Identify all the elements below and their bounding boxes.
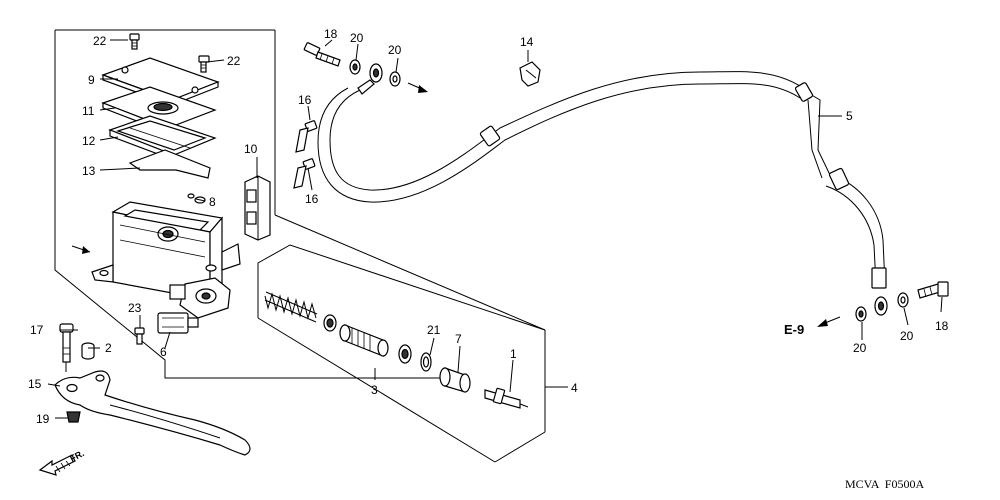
callout-20-a: 20: [350, 31, 364, 45]
diagram-code: MCVA F0500A: [845, 477, 924, 491]
screw-22-right: [198, 55, 210, 73]
master-cylinder-body: [91, 201, 241, 319]
sealing-washer-20-c: [855, 306, 867, 322]
callout-3: 3: [371, 383, 378, 397]
callout-10: 10: [244, 142, 258, 156]
clutch-hose-5: [317, 71, 887, 289]
callout-20-c: 20: [853, 341, 867, 355]
hose-clamp-14: [519, 61, 541, 87]
callout-4: 4: [571, 381, 578, 395]
sealing-washer-20-a: [349, 59, 361, 75]
callout-22-top: 22: [93, 34, 107, 48]
callout-9: 9: [88, 73, 95, 87]
callout-21: 21: [427, 323, 441, 337]
oil-bolt-18-bottom: [917, 281, 949, 299]
flow-arrow-hose: [407, 82, 428, 93]
callout-20-b: 20: [388, 43, 402, 57]
holder-10: [244, 175, 271, 241]
front-arrow-icon: [38, 454, 76, 476]
dust-cover-19: [66, 411, 81, 423]
flow-arrow-cylinder: [71, 245, 91, 254]
bolt-16-a: [295, 120, 318, 153]
push-rod-1: [484, 387, 529, 409]
callout-5: 5: [846, 109, 853, 123]
reference-label: E-9: [784, 322, 804, 337]
banjo-fitting-top: [357, 63, 383, 95]
callout-12: 12: [82, 134, 96, 148]
front-label: FR.: [68, 448, 85, 464]
callout-16-a: 16: [298, 93, 312, 107]
piston: [339, 324, 389, 357]
callout-19: 19: [36, 412, 50, 426]
callout-15: 15: [28, 377, 42, 391]
clutch-switch-6: [157, 312, 199, 334]
piston-cup-secondary: [398, 344, 412, 364]
callout-labels: 22 22 9 11 12 13 8 10 18 20 20 14 16 16 …: [28, 27, 949, 426]
callout-11: 11: [82, 104, 95, 118]
sealing-washer-20-b: [389, 71, 401, 87]
bolt-16-b: [293, 158, 316, 189]
callout-18-top: 18: [324, 27, 338, 41]
callout-1: 1: [510, 347, 517, 361]
callout-20-d: 20: [900, 329, 914, 343]
washer-21: [420, 352, 432, 372]
callout-14: 14: [520, 35, 534, 49]
callout-2: 2: [105, 341, 112, 355]
piston-spring: [264, 291, 318, 323]
callout-7: 7: [455, 332, 462, 346]
clutch-lever-15: [54, 370, 251, 456]
collar-2: [81, 342, 95, 360]
banjo-fitting-bottom: [874, 296, 888, 316]
reservoir-float-13: [128, 149, 211, 179]
piston-cup-primary: [323, 314, 337, 332]
screw-22-top: [129, 33, 140, 50]
callout-17: 17: [30, 323, 44, 337]
callout-13: 13: [82, 164, 96, 178]
oil-bolt-18-top: [303, 42, 341, 67]
piston-set-frame: [257, 244, 546, 463]
leader-lines: [47, 39, 943, 419]
boot-7: [439, 367, 471, 393]
reference-arrow-icon: [817, 316, 841, 327]
callout-8: 8: [209, 195, 216, 209]
callout-22-right: 22: [227, 54, 241, 68]
callout-6: 6: [160, 345, 167, 359]
callout-16-b: 16: [305, 192, 319, 206]
pivot-bolt-17: [59, 323, 74, 372]
callout-18-bottom: 18: [935, 319, 949, 333]
sealing-washer-20-d: [897, 292, 909, 308]
oring-8: [187, 193, 206, 204]
screw-23: [134, 327, 145, 345]
callout-23: 23: [128, 301, 142, 315]
master-cylinder-frame: [54, 29, 546, 379]
